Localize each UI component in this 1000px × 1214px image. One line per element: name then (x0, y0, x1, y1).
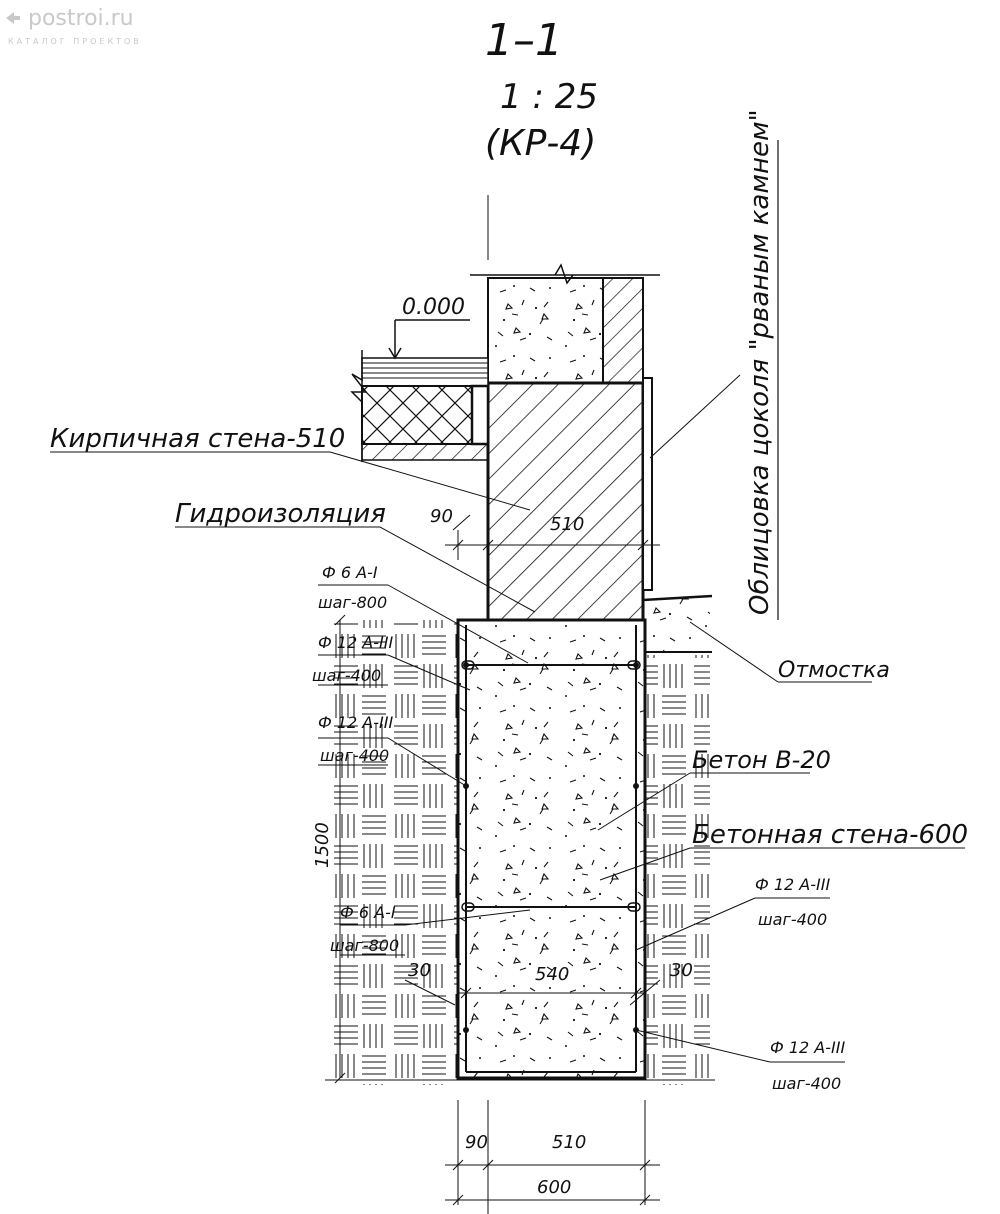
brick-wall-label: Кирпичная стена-510 (50, 424, 345, 454)
soil-hatch (330, 620, 710, 1085)
rebar-4-diameter: Ф 6 А-I (340, 903, 396, 922)
rebar-4-step: шаг-800 (330, 936, 399, 955)
blind-area-label: Отмостка (778, 658, 890, 683)
upper-wall (470, 263, 660, 384)
rebar-cage (461, 625, 641, 1073)
rebar-2-diameter: Ф 12 А-III (318, 633, 393, 652)
dim-bottom-total: 600 (537, 1177, 571, 1198)
concrete-grade-label: Бетон В-20 (692, 746, 831, 774)
waterproofing-label: Гидроизоляция (175, 499, 386, 529)
sheet-label: (КР-4) (485, 123, 596, 164)
dim-top-wall: 510 (550, 514, 584, 535)
watermark-site: postroi.ru (28, 6, 134, 31)
concrete-wall-label: Бетонная стена-600 (692, 820, 968, 850)
dim-inner-width: 540 (535, 964, 569, 985)
dim-height: 1500 (312, 822, 333, 868)
watermark-logo: postroi.ru КАТАЛОГ ПРОЕКТОВ (6, 6, 142, 46)
rebar-1-diameter: Ф 6 А-I (322, 563, 378, 582)
dim-cover-right: 30 (670, 960, 693, 981)
rebar-3-diameter: Ф 12 А-III (318, 713, 393, 732)
rebar-6-diameter: Ф 12 А-III (770, 1038, 845, 1057)
plinth-cladding-label: Облицовка цоколя "рваным камнем" (745, 109, 775, 615)
watermark-tagline: КАТАЛОГ ПРОЕКТОВ (8, 37, 142, 46)
dim-bottom-wall: 510 (552, 1132, 586, 1153)
dimension-lines (334, 514, 661, 1206)
floor-slab (350, 350, 490, 462)
blind-area (642, 590, 713, 653)
brick-wall (486, 381, 645, 622)
scale-label: 1 : 25 (500, 77, 598, 117)
elevation-label: 0.000 (402, 295, 465, 320)
concrete-wall (456, 618, 647, 1080)
elevation-mark: 0.000 (388, 295, 470, 360)
dim-top-offset: 90 (430, 506, 453, 527)
dim-bottom-offset: 90 (465, 1132, 488, 1153)
rebar-1-step: шаг-800 (318, 593, 387, 612)
dim-cover-left: 30 (408, 960, 431, 981)
plinth-cladding (642, 377, 653, 591)
rebar-6-step: шаг-400 (772, 1074, 841, 1093)
rebar-3-step: шаг-400 (320, 746, 389, 765)
rebar-2-step: шаг-400 (312, 666, 381, 685)
rebar-5-diameter: Ф 12 А-III (755, 875, 830, 894)
leader-lines (50, 374, 965, 1063)
section-title: 1–1 (485, 15, 563, 66)
rebar-5-step: шаг-400 (758, 910, 827, 929)
